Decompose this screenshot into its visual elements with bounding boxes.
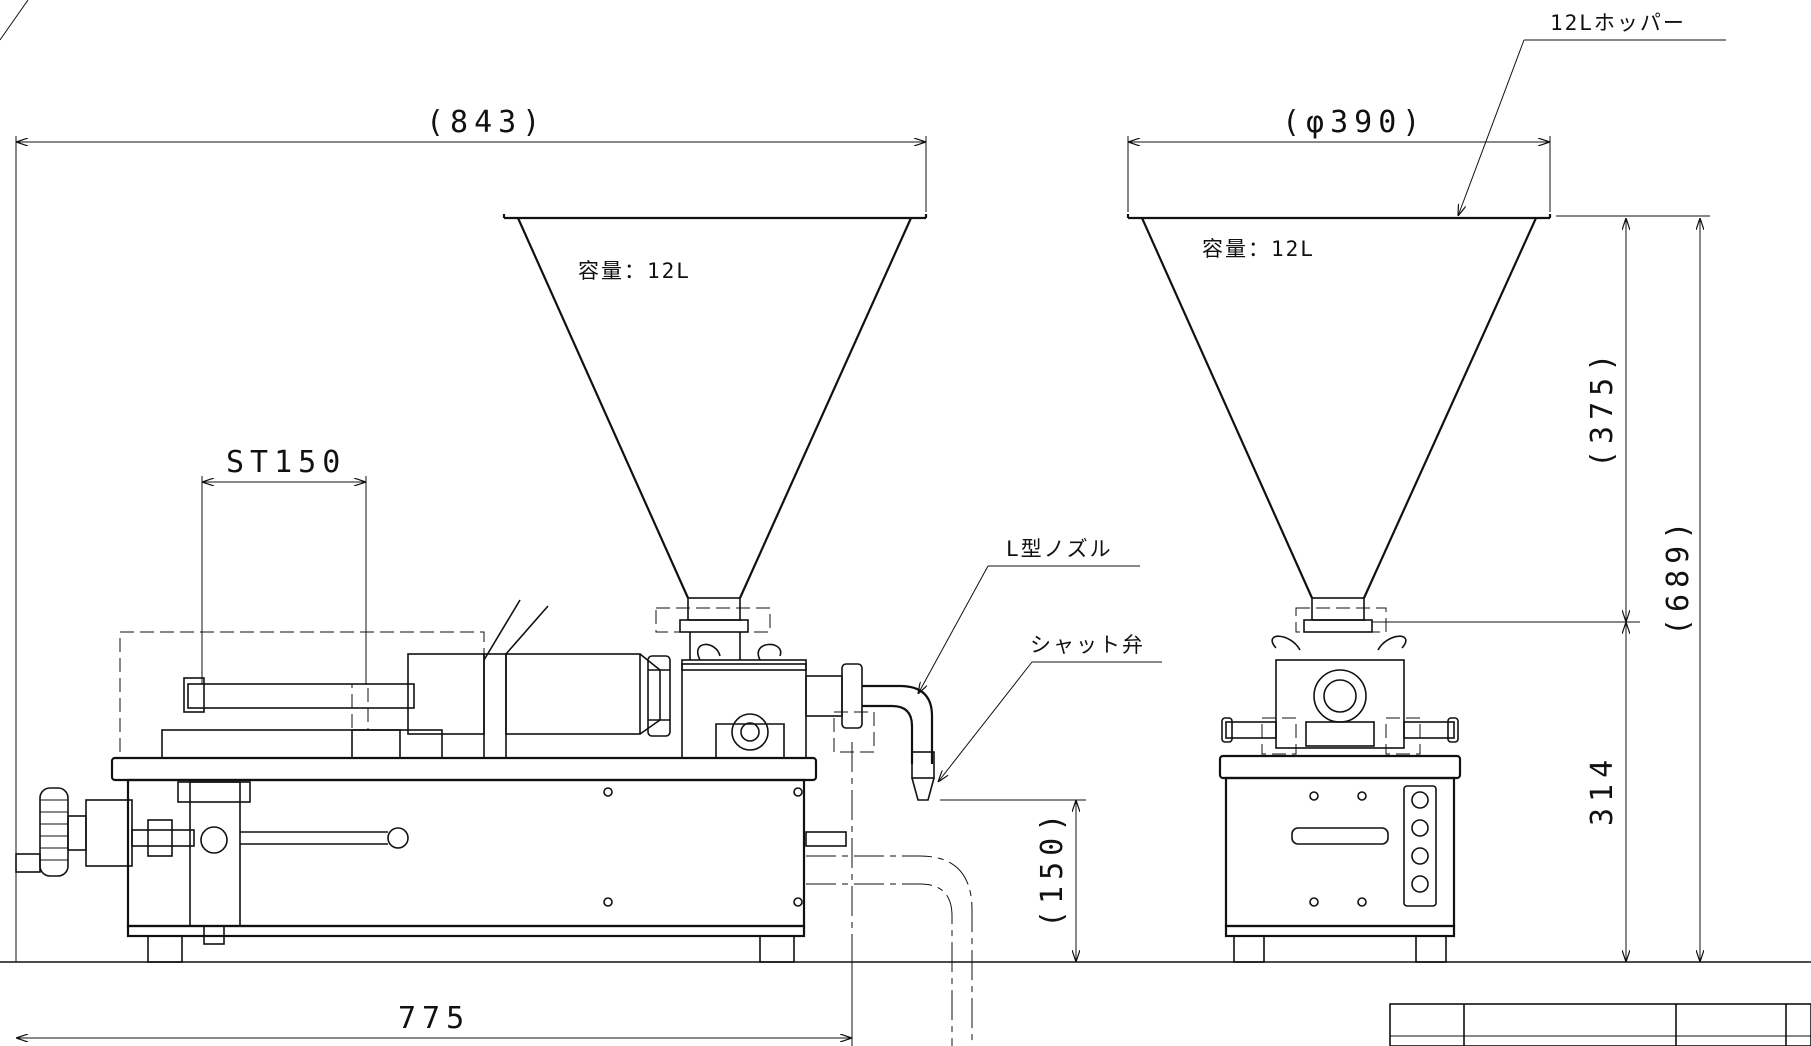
side-base — [1218, 754, 1462, 963]
corner-mark — [0, 0, 29, 41]
leader-hopper — [1458, 39, 1726, 216]
front-hopper — [502, 214, 928, 660]
dim-hopper-diameter — [1127, 136, 1551, 212]
dim-stroke — [201, 476, 367, 684]
l-nozzle-label: L型ノズル — [1006, 537, 1113, 561]
front-handwheel — [15, 781, 409, 945]
front-pump-body — [647, 643, 807, 759]
nozzle-height-label: (150) — [1035, 808, 1070, 928]
side-view: (φ390) 12Lホッパー 容量：12L (375) 314 (689) — [1126, 11, 1726, 963]
hopper-height-label: (375) — [1585, 348, 1620, 468]
front-base — [110, 756, 847, 963]
dim-base-length — [16, 964, 853, 1046]
hopper-12l-label: 12Lホッパー — [1550, 11, 1686, 35]
front-l-nozzle — [805, 663, 935, 1046]
total-height-label: (689) — [1661, 516, 1696, 636]
side-pump — [1221, 635, 1459, 755]
title-block — [1389, 1003, 1811, 1046]
leader-l-nozzle — [918, 565, 1140, 694]
base-length-label: 775 — [398, 1001, 470, 1036]
overall-length-label: (843) — [426, 105, 546, 140]
hopper-diameter-label: (φ390) — [1282, 105, 1426, 140]
front-view: (843) ST150 775 (150) 容量：12L L型ノズル — [15, 105, 1162, 1046]
stroke-label: ST150 — [226, 445, 346, 480]
capacity-side-label: 容量：12L — [1202, 237, 1315, 261]
dim-overall-length — [15, 136, 927, 962]
leader-shut-valve — [938, 661, 1162, 782]
front-piping — [806, 855, 973, 1046]
base-height-label: 314 — [1585, 754, 1620, 826]
shut-valve-label: シャット弁 — [1030, 633, 1145, 657]
dim-vertical-extensions — [1372, 215, 1710, 623]
front-cylinder — [119, 599, 661, 759]
side-hopper — [1126, 214, 1552, 633]
capacity-front-label: 容量：12L — [578, 259, 691, 283]
dim-nozzle-height — [940, 799, 1086, 962]
